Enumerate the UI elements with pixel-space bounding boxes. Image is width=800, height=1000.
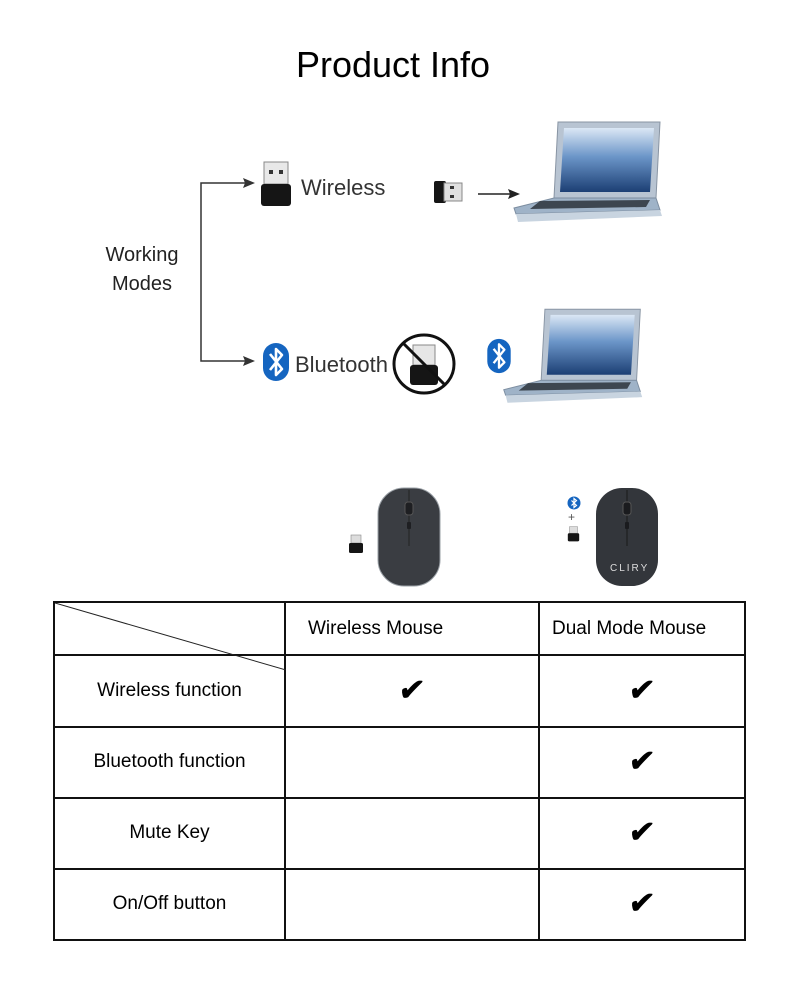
mode-wireless-label: Wireless bbox=[301, 175, 386, 200]
no-receiver-icon bbox=[392, 333, 456, 395]
mode-branch-arrows bbox=[200, 178, 255, 366]
check-icon: ✔ bbox=[627, 673, 657, 707]
brand-logo: CLIRY bbox=[610, 563, 650, 574]
page-title: Product Info bbox=[295, 44, 491, 85]
working-modes-label-line1: Working bbox=[105, 244, 179, 266]
usb-receiver-icon bbox=[261, 161, 291, 206]
check-icon: ✔ bbox=[397, 673, 427, 707]
table-row: Wireless function ✔ ✔ bbox=[53, 654, 746, 728]
comparison-table: Wireless Mouse Dual Mode Mouse Wireless … bbox=[53, 600, 746, 942]
table-header-row: Wireless Mouse Dual Mode Mouse bbox=[53, 600, 746, 670]
diagonal-line bbox=[55, 603, 286, 670]
check-icon: ✔ bbox=[627, 745, 657, 779]
feature-label: Wireless function bbox=[53, 654, 286, 728]
working-modes-label-line2: Modes bbox=[111, 273, 173, 295]
mode-bluetooth-label: Bluetooth bbox=[295, 352, 388, 377]
bluetooth-icon bbox=[567, 496, 581, 510]
arrow-icon bbox=[478, 189, 520, 199]
laptop-icon bbox=[503, 308, 643, 403]
column-header-wireless-mouse: Wireless Mouse bbox=[284, 600, 540, 657]
bluetooth-icon bbox=[487, 338, 511, 374]
dual-mode-mouse-image bbox=[596, 488, 658, 586]
laptop-icon bbox=[513, 121, 662, 222]
column-header-dual-mode-mouse: Dual Mode Mouse bbox=[538, 600, 746, 657]
usb-receiver-icon bbox=[349, 534, 363, 553]
wireless-mouse-image bbox=[377, 487, 441, 587]
feature-label: Mute Key bbox=[53, 796, 286, 870]
usb-receiver-icon bbox=[567, 526, 580, 542]
table-row: Mute Key ✔ bbox=[53, 796, 746, 870]
table-row: Bluetooth function ✔ bbox=[53, 725, 746, 799]
check-icon: ✔ bbox=[627, 816, 657, 850]
corner-cell bbox=[53, 600, 286, 670]
working-modes-label: Working Modes bbox=[96, 241, 188, 299]
bluetooth-icon bbox=[263, 343, 289, 381]
check-icon: ✔ bbox=[627, 887, 657, 921]
feature-label: On/Off button bbox=[53, 867, 286, 942]
table-row: On/Off button ✔ bbox=[53, 867, 746, 942]
usb-receiver-icon bbox=[434, 181, 463, 203]
plus-sign: + bbox=[568, 510, 576, 524]
feature-label: Bluetooth function bbox=[53, 725, 286, 799]
